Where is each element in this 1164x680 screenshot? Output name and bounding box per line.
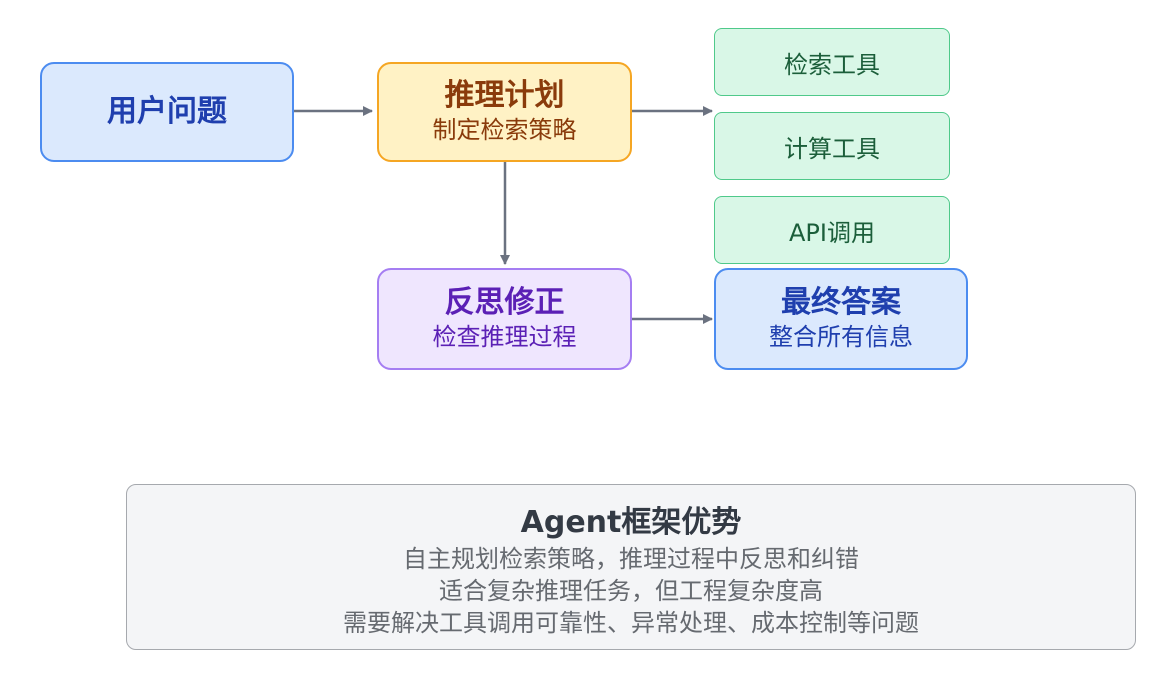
node-reasoning-plan: 推理计划 制定检索策略 xyxy=(377,62,632,162)
tool-search: 检索工具 xyxy=(714,28,950,96)
advantages-panel-title: Agent框架优势 xyxy=(520,505,742,540)
node-reasoning-plan-subtitle: 制定检索策略 xyxy=(432,116,577,144)
advantages-line-2: 适合复杂推理任务，但工程复杂度高 xyxy=(439,577,823,605)
tool-api: API调用 xyxy=(714,196,950,264)
node-final-answer: 最终答案 整合所有信息 xyxy=(714,268,968,370)
node-reasoning-plan-title: 推理计划 xyxy=(444,78,565,113)
node-reflection-title: 反思修正 xyxy=(444,285,565,320)
node-final-answer-title: 最终答案 xyxy=(781,285,901,320)
node-user-question: 用户问题 xyxy=(40,62,294,162)
tool-compute: 计算工具 xyxy=(714,112,950,180)
node-final-answer-subtitle: 整合所有信息 xyxy=(769,323,913,351)
advantages-panel: Agent框架优势 自主规划检索策略，推理过程中反思和纠错 适合复杂推理任务，但… xyxy=(126,484,1136,650)
advantages-line-1: 自主规划检索策略，推理过程中反思和纠错 xyxy=(403,545,859,573)
node-reflection-subtitle: 检查推理过程 xyxy=(432,323,577,351)
advantages-line-3: 需要解决工具调用可靠性、异常处理、成本控制等问题 xyxy=(343,609,919,637)
node-reflection: 反思修正 检查推理过程 xyxy=(377,268,632,370)
node-user-question-title: 用户问题 xyxy=(107,94,227,129)
